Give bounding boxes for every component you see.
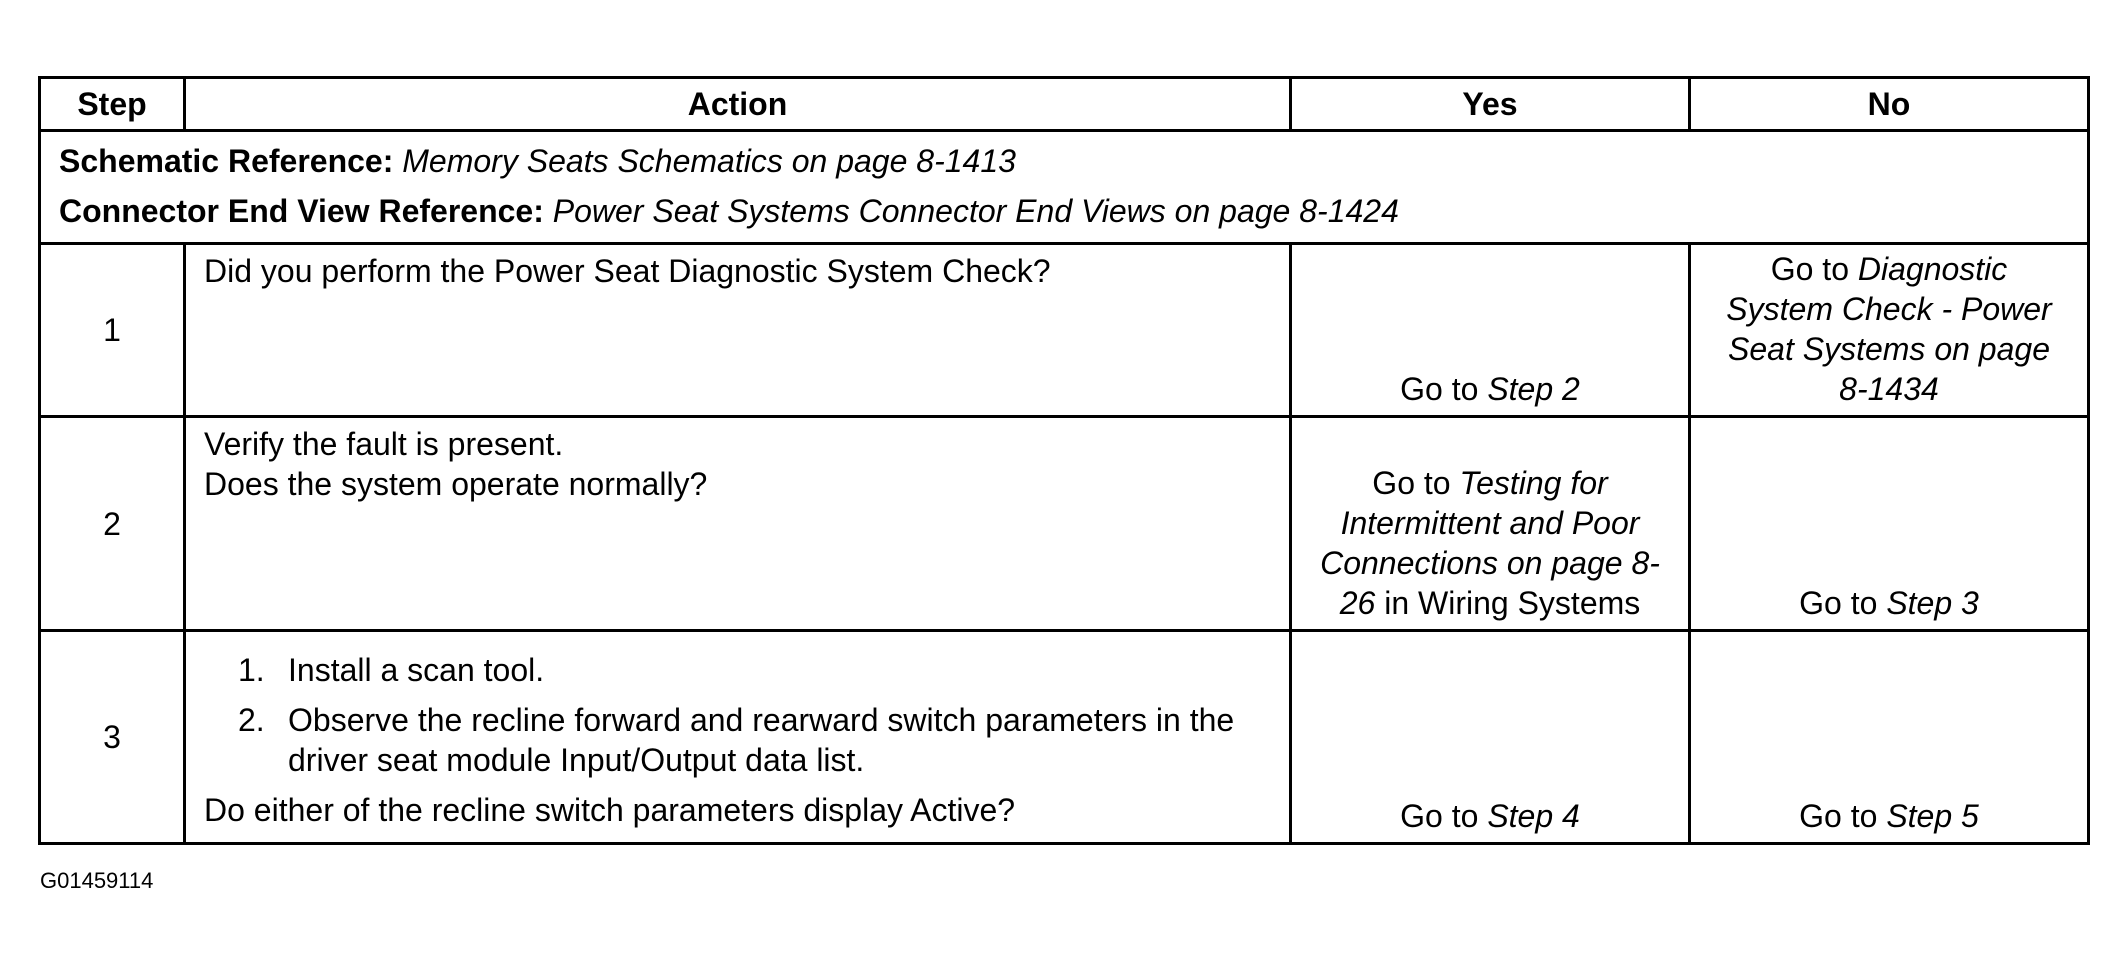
yes-prefix: Go to [1400,371,1488,407]
connector-reference-link[interactable]: Power Seat Systems Connector End Views o… [552,193,1399,229]
yes-cell: Go to Step 4 [1289,629,1691,845]
step-row-3: 3 1. Install a scan tool. 2. Observe the… [38,629,2090,845]
yes-link[interactable]: Step 2 [1487,371,1580,407]
figure-id: G01459114 [40,868,154,893]
header-action: Action [183,76,1292,132]
list-item: 1. Install a scan tool. [204,650,1273,690]
list-item-text: Install a scan tool. [288,652,545,688]
reference-cell: Schematic Reference: Memory Seats Schema… [38,129,2090,245]
no-cell: Go to Step 3 [1688,415,2090,632]
yes-suffix: in Wiring Systems [1375,585,1641,621]
header-no: No [1688,76,2090,132]
action-steps-list: 1. Install a scan tool. 2. Observe the r… [204,650,1273,780]
header-step: Step [38,76,186,132]
schematic-reference-label: Schematic Reference: [59,143,394,179]
no-link[interactable]: Step 3 [1886,585,1979,621]
action-question: Do either of the recline switch paramete… [204,792,1016,828]
connector-reference: Connector End View Reference: Power Seat… [59,186,2071,236]
yes-link[interactable]: Step 4 [1487,798,1580,834]
action-cell: Verify the fault is present. Does the sy… [183,415,1292,632]
yes-prefix: Go to [1400,798,1488,834]
action-text: Verify the fault is present. [204,426,564,462]
no-cell: Go to Step 5 [1688,629,2090,845]
step-row-1: 1 Did you perform the Power Seat Diagnos… [38,242,2090,418]
connector-reference-label: Connector End View Reference: [59,193,544,229]
yes-link[interactable]: Testing for Intermittent and Poor Connec… [1320,465,1660,621]
no-prefix: Go to [1799,585,1887,621]
action-cell: 1. Install a scan tool. 2. Observe the r… [183,629,1292,845]
reference-row: Schematic Reference: Memory Seats Schema… [38,129,2090,245]
action-text: Did you perform the Power Seat Diagnosti… [204,253,1051,289]
list-item: 2. Observe the recline forward and rearw… [204,700,1273,780]
no-cell: Go to Diagnostic System Check - Power Se… [1688,242,2090,418]
diagnostic-table: Step Action Yes No Schematic Reference: … [38,76,2090,845]
yes-cell: Go to Testing for Intermittent and Poor … [1289,415,1691,632]
schematic-reference-link[interactable]: Memory Seats Schematics on page 8-1413 [402,143,1016,179]
no-prefix: Go to [1799,798,1887,834]
yes-cell: Go to Step 2 [1289,242,1691,418]
list-item-text: Observe the recline forward and rearward… [288,702,1235,778]
step-number: 3 [38,629,186,845]
action-question: Does the system operate normally? [204,466,708,502]
step-number: 2 [38,415,186,632]
no-prefix: Go to [1770,251,1858,287]
list-item-number: 2. [238,702,265,738]
action-cell: Did you perform the Power Seat Diagnosti… [183,242,1292,418]
step-number: 1 [38,242,186,418]
no-link[interactable]: Step 5 [1886,798,1979,834]
list-item-number: 1. [238,652,265,688]
schematic-reference: Schematic Reference: Memory Seats Schema… [59,136,2071,186]
step-row-2: 2 Verify the fault is present. Does the … [38,415,2090,632]
yes-prefix: Go to [1372,465,1460,501]
header-yes: Yes [1289,76,1691,132]
header-row: Step Action Yes No [38,76,2090,132]
no-link[interactable]: Diagnostic System Check - Power Seat Sys… [1726,251,2052,407]
